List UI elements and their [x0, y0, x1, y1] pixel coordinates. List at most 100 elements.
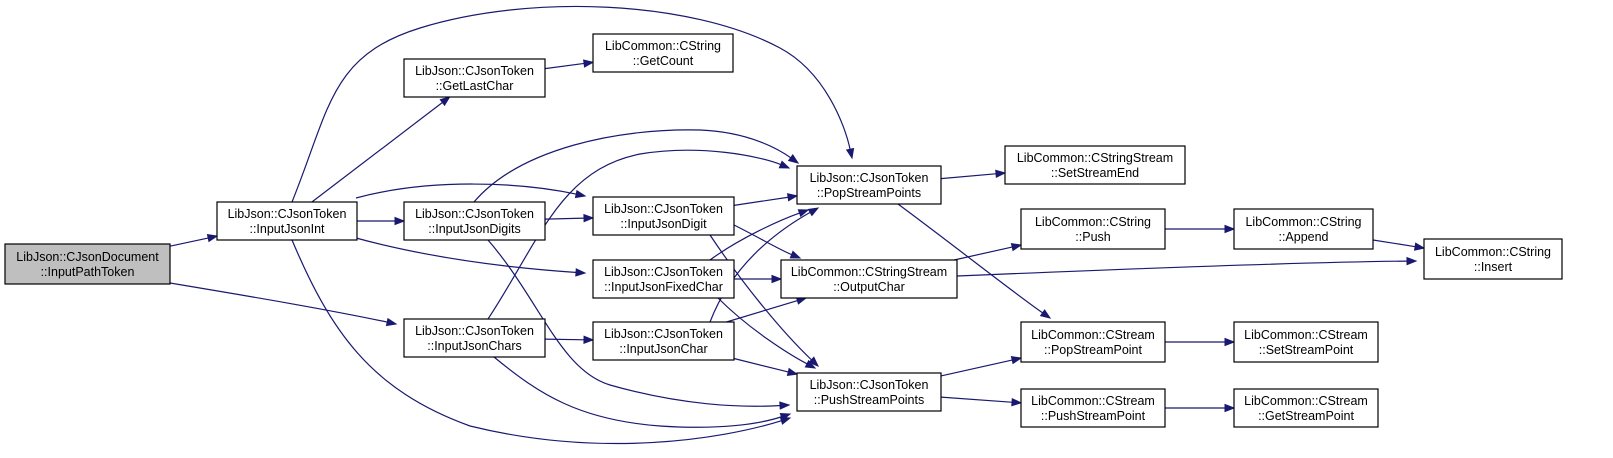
call-edge-append-to-insert	[1372, 239, 1426, 251]
node-method-label: ::InputJsonDigit	[620, 217, 707, 231]
call-edge-inputJsonDigit-to-popStreamPoints	[733, 193, 799, 206]
call-edge-inputJsonInt-to-inputJsonFixedChar	[355, 237, 587, 277]
node-method-label: ::SetStreamPoint	[1259, 343, 1354, 357]
node-input-json-digit[interactable]: LibJson::CJsonToken::InputJsonDigit	[592, 196, 735, 236]
call-edge-inputJsonInt-to-inputJsonDigits	[357, 216, 406, 226]
node-get-stream-point[interactable]: LibCommon::CStream::GetStreamPoint	[1233, 388, 1379, 428]
function-nodes: LibJson::CJsonDocument::InputPathTokenLi…	[4, 33, 1563, 428]
call-edge-outputChar-to-push	[953, 243, 1023, 261]
call-edge-getLastChar-to-getCount	[544, 59, 595, 70]
node-box	[780, 259, 958, 299]
node-pop-stream-points[interactable]: LibJson::CJsonToken::PopStreamPoints	[796, 165, 942, 205]
call-edge-push-to-append	[1165, 224, 1236, 234]
node-method-label: ::PushStreamPoint	[1041, 409, 1146, 423]
node-method-label: ::InputJsonFixedChar	[604, 280, 723, 294]
call-edge-outputChar-to-insert	[956, 256, 1418, 277]
node-push-stream-points[interactable]: LibJson::CJsonToken::PushStreamPoints	[796, 372, 942, 412]
call-edge-inputJsonChars-to-pushStreamPoints	[493, 356, 792, 428]
node-method-label: ::Insert	[1474, 260, 1513, 274]
call-edge-inputJsonFixedChar-to-popStreamPoints	[709, 209, 810, 261]
call-edge-pushStreamPoint-to-getStreamPoint	[1165, 403, 1236, 413]
node-box	[1233, 208, 1374, 250]
node-method-label: ::InputJsonDigits	[428, 222, 520, 236]
call-edge-popStreamPoint-to-setStreamPoint	[1165, 337, 1236, 347]
node-namespace-label: LibCommon::CStringStream	[1017, 151, 1173, 165]
node-namespace-label: LibCommon::CStream	[1031, 394, 1155, 408]
node-pop-stream-point[interactable]: LibCommon::CStream::PopStreamPoint	[1020, 321, 1166, 363]
node-input-json-char[interactable]: LibJson::CJsonToken::InputJsonChar	[592, 321, 735, 361]
node-method-label: ::InputJsonChars	[427, 339, 522, 353]
node-namespace-label: LibCommon::CString	[1435, 245, 1551, 259]
node-input-json-chars[interactable]: LibJson::CJsonToken::InputJsonChars	[403, 318, 546, 358]
node-box	[796, 165, 942, 205]
node-box	[1233, 388, 1379, 428]
call-edge-inputJsonChar-to-outputChar	[726, 296, 808, 323]
node-push-stream-point[interactable]: LibCommon::CStream::PushStreamPoint	[1020, 388, 1166, 428]
node-namespace-label: LibJson::CJsonToken	[415, 324, 534, 338]
node-input-json-digits[interactable]: LibJson::CJsonToken::InputJsonDigits	[403, 201, 546, 241]
node-method-label: ::SetStreamEnd	[1051, 166, 1139, 180]
node-box	[796, 372, 942, 412]
call-edges	[169, 5, 1426, 445]
node-box	[592, 33, 734, 73]
node-namespace-label: LibJson::CJsonToken	[810, 378, 929, 392]
node-namespace-label: LibCommon::CString	[605, 39, 721, 53]
call-edge-inputJsonDigits-to-inputJsonDigit	[544, 213, 595, 223]
node-box	[1233, 321, 1379, 363]
node-namespace-label: LibJson::CJsonToken	[604, 202, 723, 216]
node-namespace-label: LibJson::CJsonToken	[810, 171, 929, 185]
node-namespace-label: LibJson::CJsonDocument	[16, 250, 159, 264]
node-get-count[interactable]: LibCommon::CString::GetCount	[592, 33, 734, 73]
call-edge-popStreamPoints-to-setStreamEnd	[940, 169, 1007, 180]
call-edge-inputJsonFixedChar-to-pushStreamPoints	[717, 297, 817, 369]
node-append[interactable]: LibCommon::CString::Append	[1233, 208, 1374, 250]
node-root[interactable]: LibJson::CJsonDocument::InputPathToken	[4, 243, 171, 285]
node-method-label: ::Push	[1075, 230, 1110, 244]
node-method-label: ::GetLastChar	[436, 79, 514, 93]
call-edge-root-to-inputJsonChars	[169, 282, 398, 327]
call-edge-inputJsonChars-to-inputJsonChar	[544, 335, 595, 344]
node-insert[interactable]: LibCommon::CString::Insert	[1423, 238, 1563, 280]
call-edge-inputJsonDigit-to-pushStreamPoints	[709, 234, 820, 367]
node-set-stream-point[interactable]: LibCommon::CStream::SetStreamPoint	[1233, 321, 1379, 363]
node-method-label: ::InputJsonChar	[619, 342, 707, 356]
node-input-json-int[interactable]: LibJson::CJsonToken::InputJsonInt	[216, 201, 358, 241]
node-namespace-label: LibJson::CJsonToken	[415, 64, 534, 78]
node-set-stream-end[interactable]: LibCommon::CStringStream::SetStreamEnd	[1004, 145, 1186, 185]
node-box	[1004, 145, 1186, 185]
node-box	[216, 201, 358, 241]
node-box	[4, 243, 171, 285]
node-method-label: ::PopStreamPoint	[1044, 343, 1142, 357]
call-edge-pushStreamPoints-to-pushStreamPoint	[940, 396, 1023, 407]
node-namespace-label: LibCommon::CStringStream	[791, 265, 947, 279]
node-method-label: ::InputJsonInt	[249, 222, 325, 236]
node-namespace-label: LibJson::CJsonToken	[415, 207, 534, 221]
node-box	[592, 259, 735, 299]
node-box	[1020, 321, 1166, 363]
node-method-label: ::PushStreamPoints	[814, 393, 924, 407]
node-namespace-label: LibJson::CJsonToken	[604, 265, 723, 279]
node-output-char[interactable]: LibCommon::CStringStream::OutputChar	[780, 259, 958, 299]
call-edge-inputJsonInt-to-getLastChar	[311, 96, 451, 203]
call-edge-inputJsonDigits-to-pushStreamPoints	[487, 239, 791, 410]
node-input-json-fixed-char[interactable]: LibJson::CJsonToken::InputJsonFixedChar	[592, 259, 735, 299]
call-edge-popStreamPoints-to-popStreamPoint	[897, 203, 1052, 319]
node-get-last-char[interactable]: LibJson::CJsonToken::GetLastChar	[403, 58, 546, 98]
node-box	[1020, 208, 1166, 250]
node-namespace-label: LibCommon::CString	[1035, 215, 1151, 229]
call-edge-pushStreamPoints-to-popStreamPoint	[940, 356, 1023, 377]
call-edge-inputJsonInt-to-inputJsonDigit	[355, 183, 587, 199]
node-push[interactable]: LibCommon::CString::Push	[1020, 208, 1166, 250]
node-method-label: ::PopStreamPoints	[817, 186, 921, 200]
node-method-label: ::GetStreamPoint	[1258, 409, 1354, 423]
node-method-label: ::InputPathToken	[41, 265, 135, 279]
call-edge-inputJsonDigits-to-popStreamPoints	[473, 129, 800, 203]
node-box	[403, 201, 546, 241]
node-namespace-label: LibCommon::CStream	[1244, 328, 1368, 342]
node-box	[592, 196, 735, 236]
call-edge-inputJsonChar-to-popStreamPoints	[709, 207, 820, 323]
node-method-label: ::Append	[1278, 230, 1328, 244]
node-box	[403, 318, 546, 358]
node-box	[403, 58, 546, 98]
